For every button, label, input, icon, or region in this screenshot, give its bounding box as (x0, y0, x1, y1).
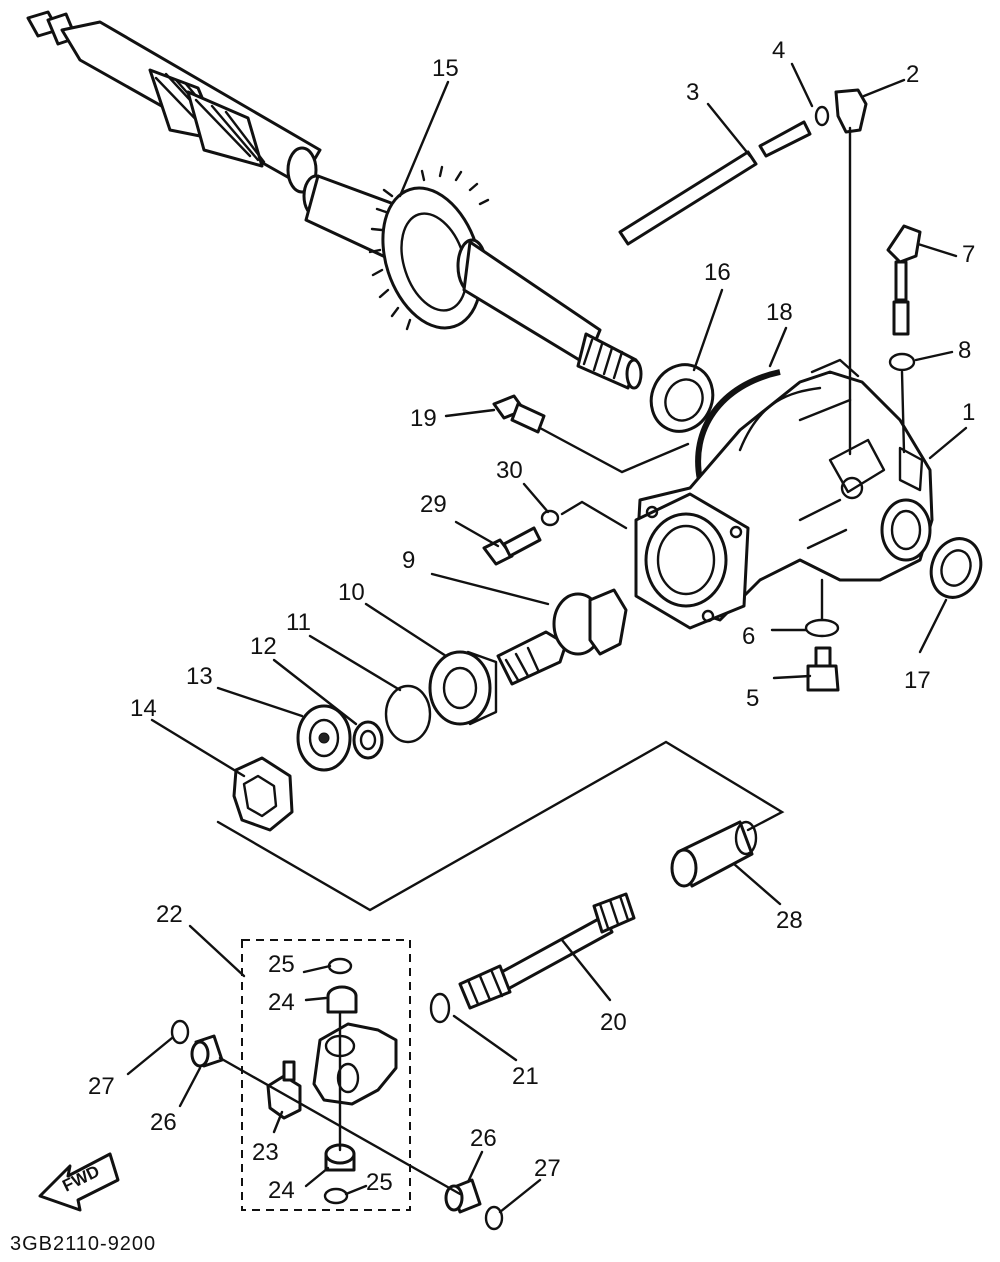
forward-direction-arrow: FWD (38, 1152, 120, 1212)
callout-17: 17 (904, 667, 931, 694)
callout-30: 30 (496, 457, 523, 484)
callout-29: 29 (420, 491, 447, 518)
callout-5: 5 (746, 685, 759, 712)
callout-4: 4 (772, 37, 785, 64)
coupling-part-28 (670, 820, 758, 888)
callout-18: 18 (766, 299, 793, 326)
callout-11: 11 (286, 609, 311, 636)
rear-axle-part (26, 10, 643, 390)
callout-labels: 1 2 3 4 5 6 7 8 9 10 11 12 13 14 15 16 1… (88, 37, 975, 1204)
callout-27-right: 27 (534, 1155, 561, 1182)
oil-seal-part-16 (649, 363, 715, 433)
final-gear-case-part (634, 358, 934, 630)
clip-part-25b (323, 1187, 349, 1205)
universal-joint-assembly-box (241, 939, 411, 1211)
plug-connector (900, 370, 906, 454)
callout-6: 6 (742, 623, 755, 650)
pinion-gear-part (496, 588, 628, 686)
callout-25-bottom: 25 (366, 1169, 393, 1196)
drain-plug-part-5 (806, 646, 840, 692)
nut-part-14 (232, 756, 294, 832)
bearing-part-10 (428, 650, 498, 726)
bearing-cap-part-24a (326, 985, 358, 1014)
circlip-part-27b (484, 1205, 504, 1231)
washer-part-30 (540, 509, 560, 527)
bearing-cup-part-26a (190, 1034, 224, 1068)
spider-cross-part-23 (266, 1060, 302, 1120)
callout-19: 19 (410, 405, 437, 432)
callout-13: 13 (186, 663, 213, 690)
bearing-part-13 (296, 704, 352, 772)
callout-24-top: 24 (268, 989, 295, 1016)
bearing-part-12 (352, 720, 384, 760)
plug-part-7 (886, 224, 922, 336)
callout-8: 8 (958, 337, 971, 364)
callout-27-left: 27 (88, 1073, 115, 1100)
bolt-part-19 (492, 394, 546, 434)
o-ring-part-11 (384, 684, 432, 744)
circlip-part-21 (429, 992, 451, 1024)
callout-26-right: 26 (470, 1125, 497, 1152)
drawing-code: 3GB2110-9200 (10, 1233, 156, 1255)
callout-7: 7 (962, 241, 975, 268)
circlip-part-27a (170, 1019, 190, 1045)
callout-16: 16 (704, 259, 731, 286)
callout-24-bottom: 24 (268, 1177, 295, 1204)
callout-23: 23 (252, 1139, 279, 1166)
callout-21: 21 (512, 1063, 539, 1090)
callout-2: 2 (906, 61, 919, 88)
yoke-part (312, 1022, 398, 1106)
bearing-cup-part-26b (444, 1178, 482, 1214)
callout-1: 1 (962, 399, 975, 426)
breather-parts (618, 88, 868, 246)
bolt-part-29 (482, 526, 542, 566)
callout-22: 22 (156, 901, 183, 928)
callout-leaders (126, 62, 968, 1214)
callout-26-left: 26 (150, 1109, 177, 1136)
drive-shaft-part (458, 892, 636, 1010)
bolt-19-connector (538, 426, 690, 474)
clip-part-25a (327, 957, 353, 975)
callout-14: 14 (130, 695, 157, 722)
callout-28: 28 (776, 907, 803, 934)
callout-9: 9 (402, 547, 415, 574)
pinion-assembly-connector (216, 740, 785, 912)
callout-10: 10 (338, 579, 365, 606)
callout-25-top: 25 (268, 951, 295, 978)
washer-30-connector (560, 500, 628, 530)
callout-15: 15 (432, 55, 459, 82)
bearing-cap-part-24b (324, 1143, 356, 1172)
callout-3: 3 (686, 79, 699, 106)
o-ring-part-18 (695, 369, 781, 481)
callout-20: 20 (600, 1009, 627, 1036)
oil-seal-part-17 (929, 537, 983, 599)
gasket-part-6 (804, 618, 840, 638)
callout-12: 12 (250, 633, 277, 660)
o-ring-part-8 (888, 352, 916, 372)
